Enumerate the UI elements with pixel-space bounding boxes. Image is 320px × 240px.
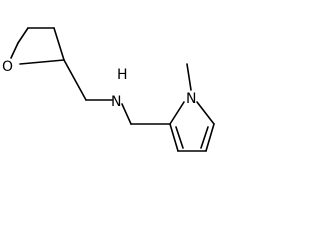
pyrrole-bond-c5-c4 <box>205 123 215 152</box>
pyrrole-bond-c5-c4-inner <box>200 126 209 149</box>
ch2-bond-n-to-ch2 <box>121 103 132 125</box>
methylene-amine-linker <box>63 59 171 125</box>
molecule-drawing: O N H N <box>2 27 215 152</box>
oxygen-label: O <box>2 59 13 75</box>
pyrrole-bond-n1-c5 <box>196 101 215 125</box>
tetrahydrofuran-ring <box>10 27 65 65</box>
thf-bond-c2-o <box>19 59 65 65</box>
thf-bond-left <box>17 27 29 44</box>
amine-hydrogen-label: H <box>117 67 128 83</box>
pyrrole-bond-c3-c2-inner <box>175 126 184 149</box>
pyrrole-nitrogen-label: N <box>186 91 196 107</box>
pyrrole-bond-c2-n1 <box>169 101 185 125</box>
n-methyl-bond <box>186 63 192 91</box>
thf-bond-right <box>53 27 65 61</box>
chemical-structure-figure: O N H N <box>2 27 215 152</box>
pyrrole-ring <box>169 101 215 152</box>
ch2-bond-thf-to-ch2 <box>63 59 87 101</box>
pyrrole-bond-c3-c2 <box>169 123 179 152</box>
thf-bond-o-left <box>10 42 19 59</box>
amine-nitrogen-label: N <box>111 94 121 110</box>
